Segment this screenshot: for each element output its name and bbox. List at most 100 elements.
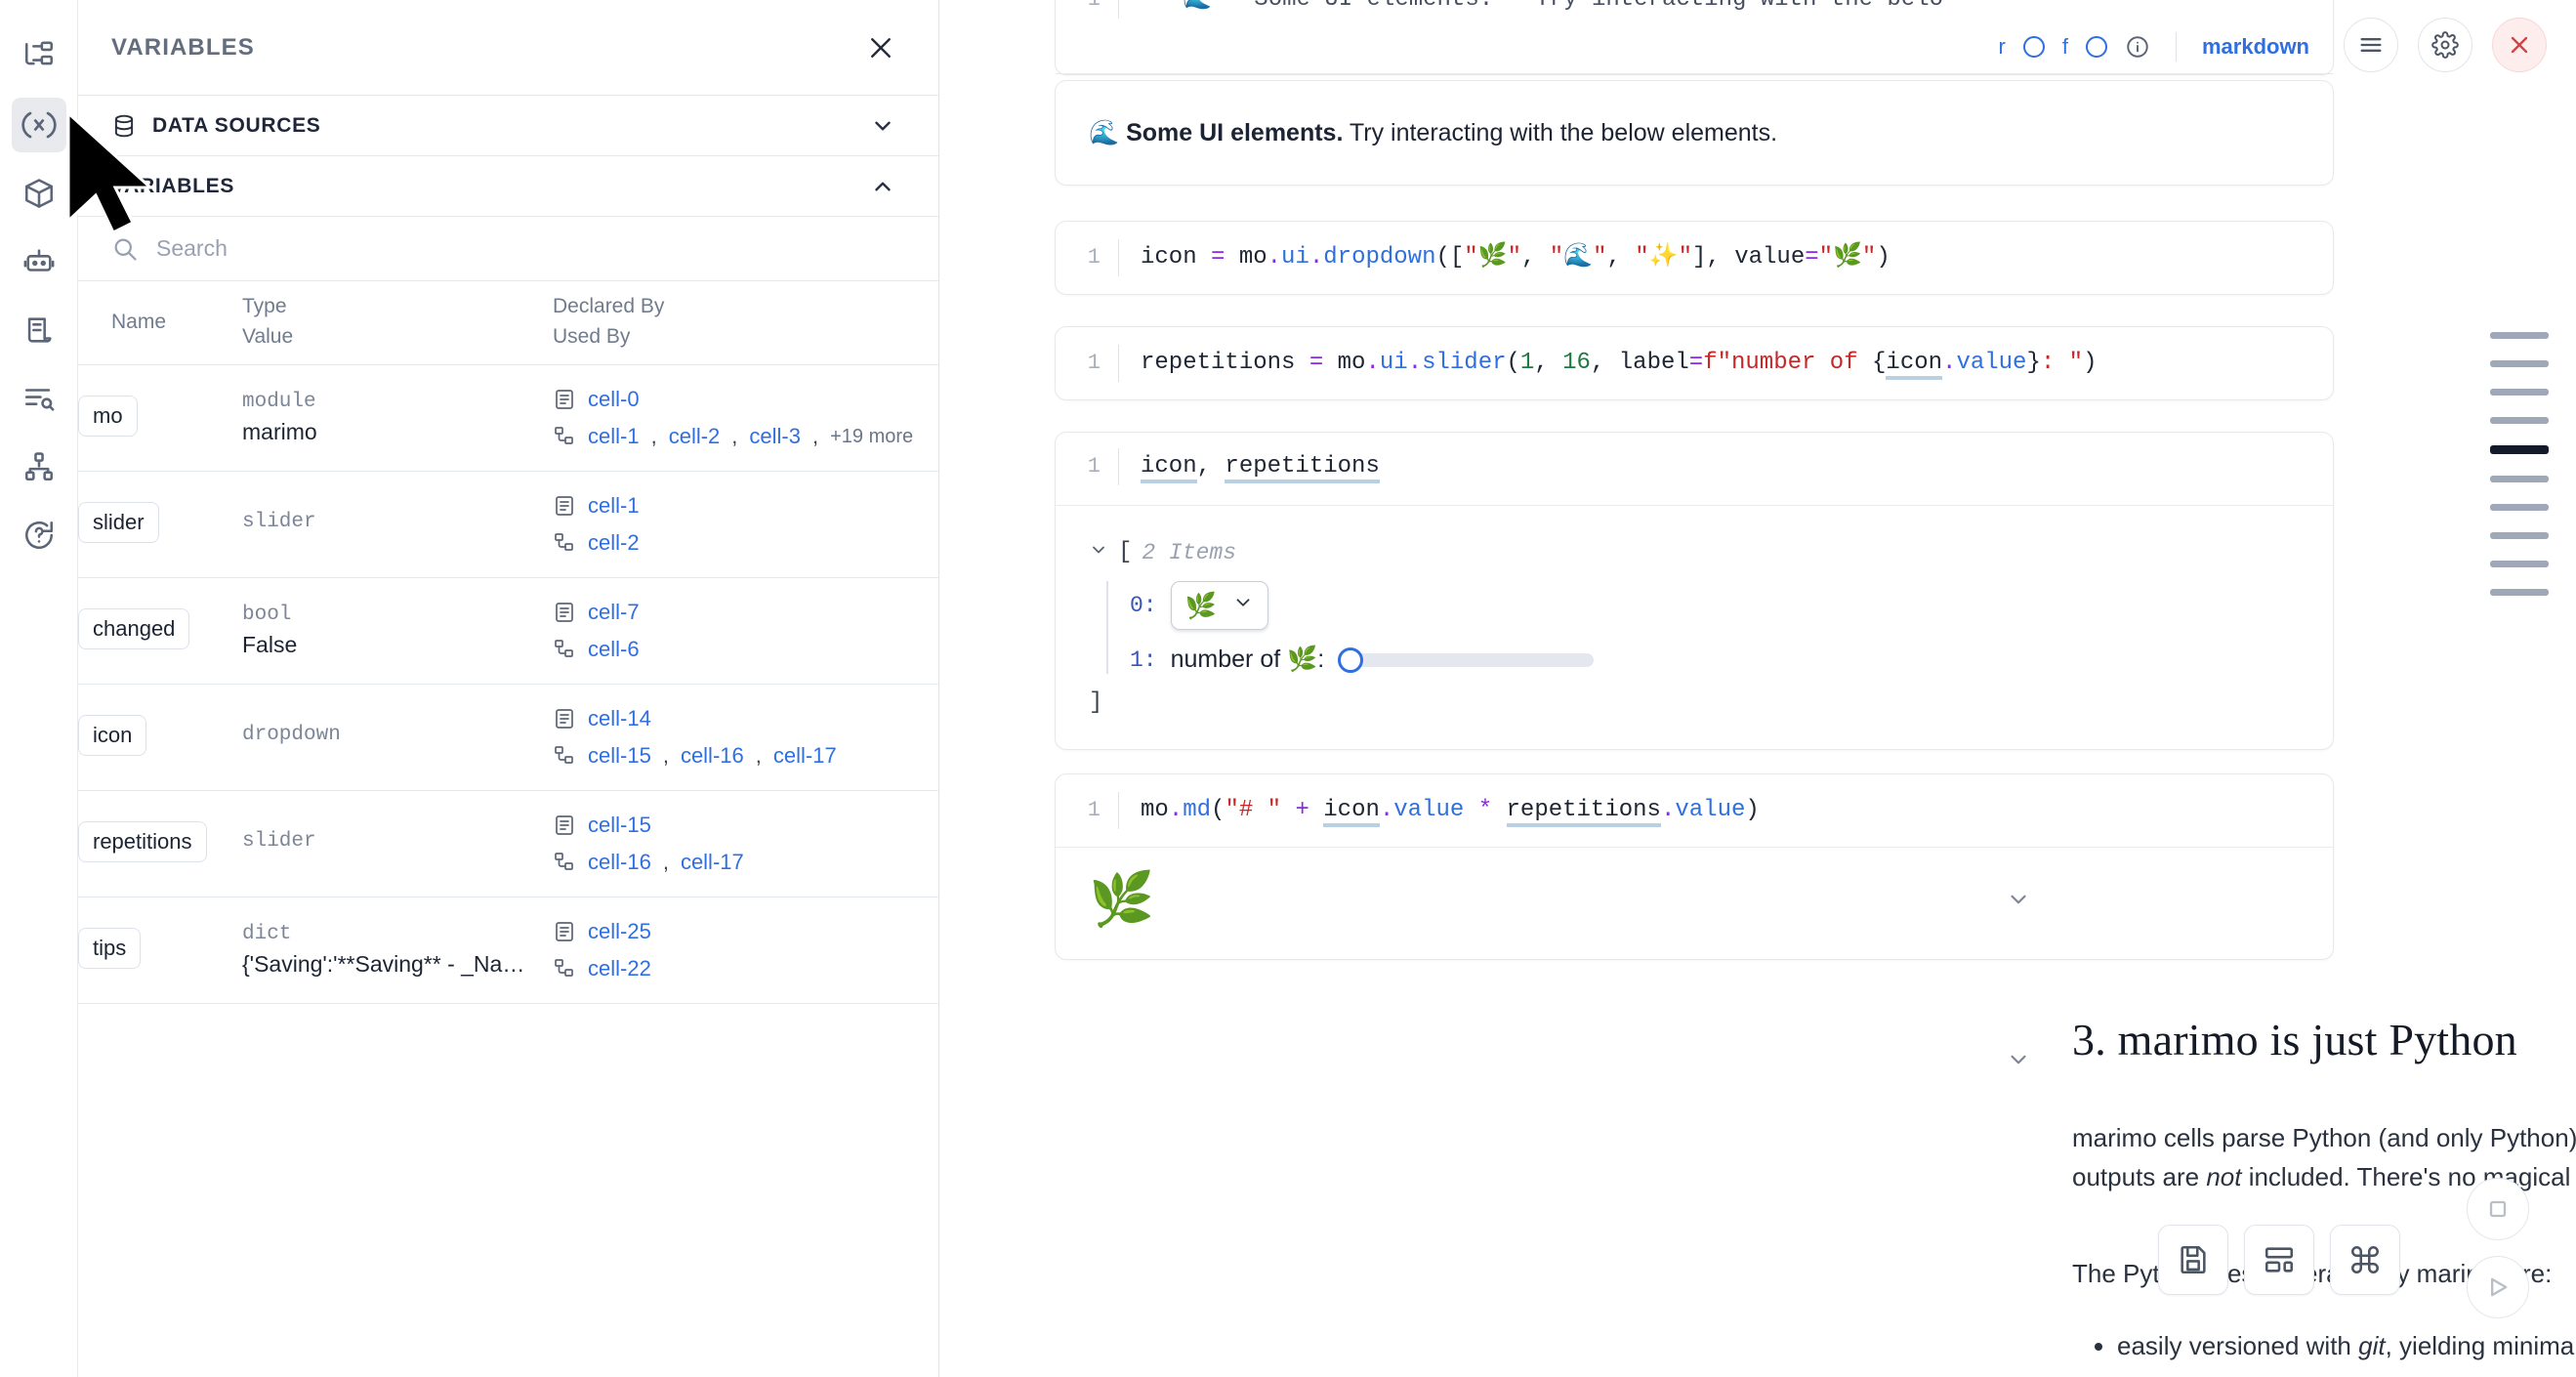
copilot-icon[interactable] [12, 234, 66, 289]
used-by-icon [553, 957, 576, 981]
cell-link[interactable]: cell-2 [668, 424, 721, 448]
help-icon[interactable] [12, 508, 66, 563]
cell-link[interactable]: cell-3 [749, 424, 801, 448]
used-by-line: cell-22 [553, 956, 939, 981]
top-cell-code: """🌊 **Some UI elements.** Try interacti… [1118, 0, 2333, 19]
minimap-mark[interactable] [2490, 561, 2549, 567]
slider-label: number of 🌿: [1170, 646, 1325, 673]
close-icon[interactable] [2492, 18, 2547, 72]
cell-link[interactable]: cell-17 [772, 743, 837, 768]
minimap-mark[interactable] [2490, 445, 2549, 454]
cell-link[interactable]: cell-14 [588, 706, 651, 730]
command-palette-icon[interactable] [2330, 1225, 2400, 1295]
code-cell-slider[interactable]: 1 repetitions = mo.ui.slider(1, 16, labe… [1055, 326, 2334, 400]
code-text[interactable]: icon, repetitions [1118, 448, 2333, 485]
variable-name-chip[interactable]: icon [78, 714, 147, 756]
minimap-mark[interactable] [2490, 389, 2549, 396]
run-icon[interactable] [2467, 1256, 2529, 1318]
cell-icon [553, 814, 576, 837]
dependency-graph-icon[interactable] [12, 439, 66, 494]
close-bracket: ] [1089, 689, 1103, 716]
menu-icon[interactable] [2344, 18, 2398, 72]
save-icon[interactable] [2158, 1225, 2228, 1295]
code-text[interactable]: repetitions = mo.ui.slider(1, 16, label=… [1118, 345, 2333, 382]
cell-link[interactable]: cell-16 [588, 850, 651, 874]
variable-name-chip[interactable]: tips [78, 927, 142, 969]
cell-icon [553, 601, 576, 624]
file-explorer-icon[interactable] [12, 29, 66, 84]
minimap-mark[interactable] [2490, 589, 2549, 596]
cell-link[interactable]: cell-15 [588, 743, 651, 768]
gear-icon[interactable] [2418, 18, 2472, 72]
cell-link[interactable]: cell-0 [588, 387, 640, 411]
variable-type: slider [242, 510, 316, 533]
minimap-mark[interactable] [2490, 532, 2549, 539]
minimap-mark[interactable] [2490, 360, 2549, 367]
cell-link[interactable]: cell-6 [588, 637, 640, 661]
header-declared-by: Declared By [553, 295, 665, 317]
close-panel-icon[interactable] [866, 33, 895, 63]
database-icon [111, 113, 137, 139]
list-item: 1: number of 🌿: [1130, 646, 2300, 674]
documentation-icon[interactable] [12, 303, 66, 357]
list-item: easily versioned with git, yielding mini… [2117, 1326, 2576, 1367]
section-variables[interactable]: VARIABLES [78, 156, 938, 217]
toolbar-r-toggle[interactable] [2022, 36, 2045, 58]
more-cells-label[interactable]: +19 more [830, 425, 914, 447]
panel-title: VARIABLES [111, 33, 255, 61]
minimap-mark[interactable] [2490, 476, 2549, 482]
variable-name-chip[interactable]: changed [78, 607, 190, 649]
cell-link[interactable]: cell-2 [588, 530, 640, 555]
info-icon[interactable] [2125, 34, 2150, 60]
cell-link[interactable]: cell-16 [680, 743, 744, 768]
variable-type: module [242, 391, 316, 413]
cell-link[interactable]: cell-25 [588, 919, 651, 943]
search-input[interactable] [156, 235, 895, 262]
variable-name-chip[interactable]: mo [78, 395, 138, 437]
cell-link[interactable]: cell-17 [680, 850, 744, 874]
slider-knob[interactable] [1338, 647, 1364, 673]
cell-link[interactable]: cell-1 [588, 493, 640, 518]
md-emoji-output: 🌿 [1056, 847, 2333, 959]
code-cell-dropdown[interactable]: 1 icon = mo.ui.dropdown(["🌿", "🌊", "✨"],… [1055, 221, 2334, 295]
chevron-down-icon[interactable] [870, 113, 895, 139]
collapse-output-chevron-1[interactable] [2006, 887, 2031, 917]
dropdown-widget[interactable]: 🌿 [1170, 581, 1268, 630]
collapse-section-chevron[interactable] [2006, 1047, 2031, 1077]
toolbar-f-toggle[interactable] [2085, 36, 2107, 58]
stop-icon[interactable] [2467, 1178, 2529, 1240]
code-text[interactable]: mo.md("# " + icon.value * repetitions.va… [1118, 792, 2333, 829]
minimap-mark[interactable] [2490, 417, 2549, 424]
wave-emoji: 🌊 [1089, 118, 1120, 146]
packages-icon[interactable] [12, 166, 66, 221]
variable-name-chip[interactable]: repetitions [78, 820, 207, 862]
variable-name-chip[interactable]: slider [78, 501, 159, 543]
toolbar-language[interactable]: markdown [2201, 34, 2309, 59]
minimap-mark[interactable] [2490, 332, 2549, 339]
layout-icon[interactable] [2244, 1225, 2314, 1295]
markdown-bold-text: Some UI elements. [1126, 118, 1344, 146]
cell-link[interactable]: cell-1 [588, 424, 640, 448]
slider-widget[interactable] [1338, 647, 1595, 673]
cell-icon [553, 920, 576, 943]
minimap[interactable] [2490, 332, 2549, 596]
markdown-rest-text: Try interacting with the below elements. [1343, 118, 1778, 146]
header-type: Type [242, 295, 287, 317]
chevron-up-icon[interactable] [870, 174, 895, 199]
outline-icon[interactable] [12, 371, 66, 426]
variables-icon[interactable] [11, 98, 66, 152]
slider-track[interactable] [1355, 652, 1595, 667]
cell-link[interactable]: cell-15 [588, 813, 651, 837]
code-text[interactable]: icon = mo.ui.dropdown(["🌿", "🌊", "✨"], v… [1118, 239, 2333, 276]
section-data-sources[interactable]: DATA SOURCES [78, 96, 938, 156]
header-name: Name [111, 310, 167, 333]
cell-link[interactable]: cell-22 [588, 956, 651, 981]
declared-by-line: cell-1 [553, 493, 939, 519]
cell-icon [553, 707, 576, 730]
minimap-mark[interactable] [2490, 504, 2549, 511]
cell-link[interactable]: cell-7 [588, 600, 640, 624]
chevron-down-icon[interactable] [1089, 540, 1108, 565]
